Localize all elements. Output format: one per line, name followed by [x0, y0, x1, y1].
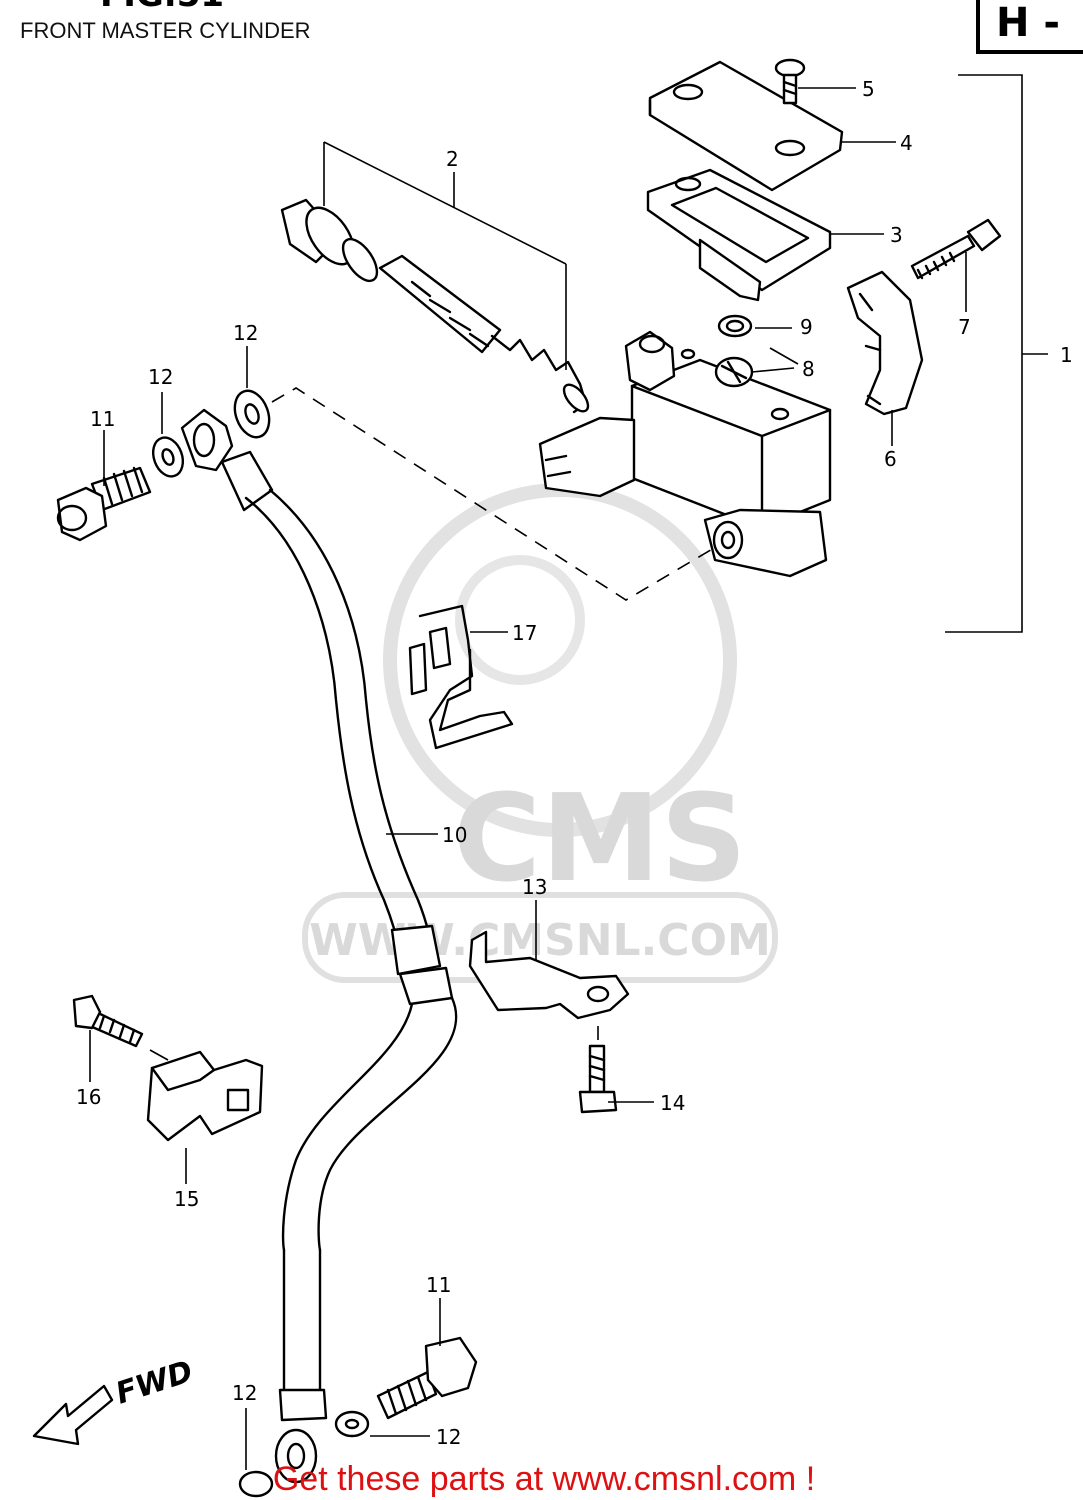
watermark-brand: CMS: [453, 770, 747, 909]
label-part-12-a: 12: [233, 321, 258, 345]
fwd-arrow-icon: [32, 1384, 114, 1446]
part-3-diaphragm: [646, 168, 832, 302]
page-subtitle: FRONT MASTER CYLINDER: [20, 18, 311, 43]
part-2-piston-kit: [280, 141, 590, 414]
part-11-banjo-bolt-top: [56, 466, 152, 542]
leader-lines: [89, 87, 967, 1470]
part-15-guide: [146, 1050, 264, 1142]
part-11-banjo-bolt-bottom: [376, 1336, 478, 1420]
part-10-brake-hose: [180, 408, 458, 1484]
section-badge-text: H -: [996, 0, 1060, 46]
part-17-clip: [408, 604, 514, 750]
label-part-7: 7: [958, 315, 971, 339]
label-part-11-top: 11: [90, 407, 115, 431]
label-part-12-b: 12: [148, 365, 173, 389]
part-4-reservoir-cap: [648, 60, 844, 192]
footer-link[interactable]: Get these parts at www.cmsnl.com !: [273, 1460, 815, 1498]
label-part-12-d: 12: [436, 1425, 461, 1449]
part-1-master-cylinder: [538, 314, 832, 578]
part-5-screw: [774, 58, 806, 105]
watermark-url: WWW.CMSNL.COM: [309, 915, 771, 966]
part-12-washers: [151, 389, 370, 1498]
part-number-labels: 1 2 3 4 5 6 7 8 9 10 11 11 12 12 12 12 1…: [76, 77, 1073, 1449]
label-part-3: 3: [890, 223, 903, 247]
label-part-8: 8: [802, 357, 815, 381]
label-part-9: 9: [800, 315, 813, 339]
label-part-5: 5: [862, 77, 875, 101]
part-14-screw: [578, 1044, 618, 1114]
label-part-13: 13: [522, 875, 547, 899]
part-13-bracket: [468, 930, 630, 1020]
label-part-10: 10: [442, 823, 467, 847]
figure-label: FIG.51: [100, 0, 224, 15]
label-part-16: 16: [76, 1085, 101, 1109]
section-badge: H -: [976, 0, 1083, 54]
label-part-12-c: 12: [232, 1381, 257, 1405]
watermark: CMS WWW.CMSNL.COM: [302, 483, 778, 983]
label-part-15: 15: [174, 1187, 199, 1211]
part-7-bolt: [910, 218, 1002, 280]
label-part-2: 2: [446, 147, 459, 171]
label-part-11-bottom: 11: [426, 1273, 451, 1297]
fwd-label: FWD: [112, 1354, 197, 1412]
label-part-6: 6: [884, 447, 897, 471]
label-part-4: 4: [900, 131, 913, 155]
label-part-1: 1: [1060, 343, 1073, 367]
part-6-clamp: [846, 270, 924, 416]
part-16-bolt: [72, 994, 144, 1048]
label-part-17: 17: [512, 621, 537, 645]
label-part-14: 14: [660, 1091, 685, 1115]
